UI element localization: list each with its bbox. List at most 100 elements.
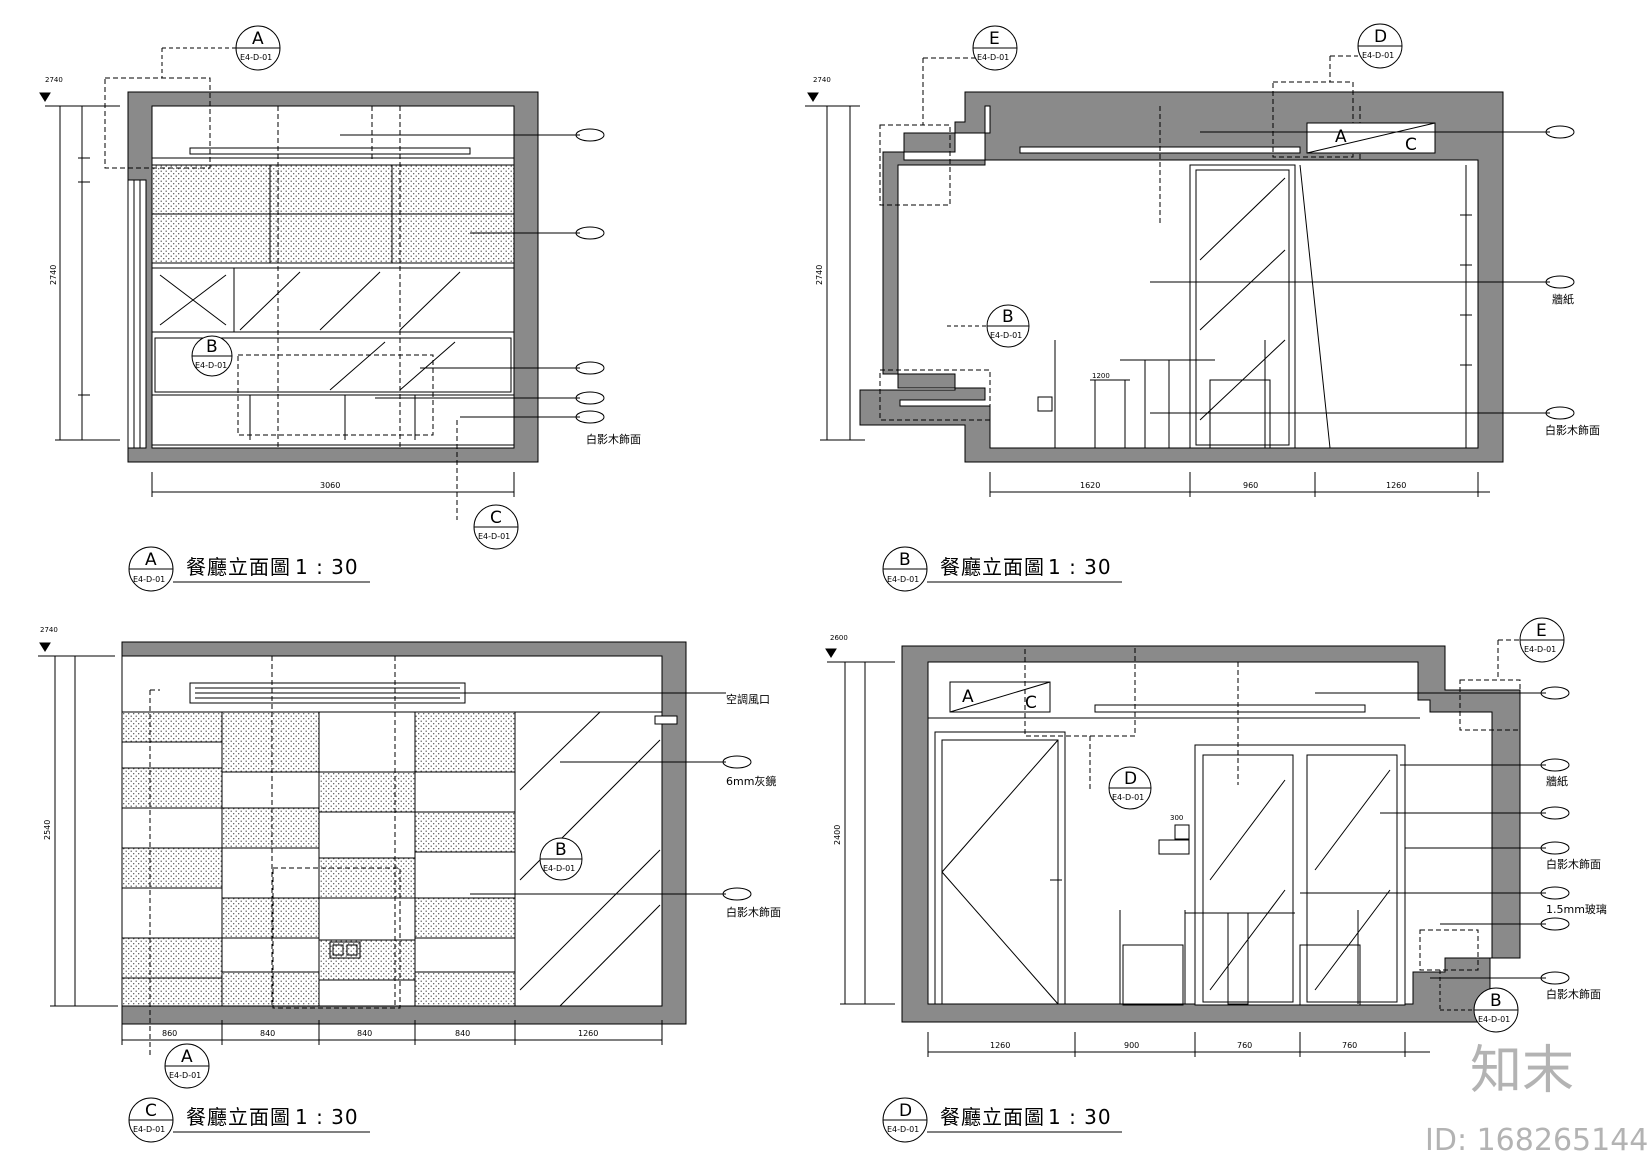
d-title-text: 餐廳立面圖 bbox=[940, 1105, 1045, 1129]
d-title-letter: D bbox=[899, 1101, 912, 1121]
d-title-scale: 1 : 30 bbox=[1048, 1105, 1112, 1129]
d-box-a: A bbox=[962, 687, 974, 707]
d-note-white-wood-1: 白影木飾面 bbox=[1546, 857, 1601, 871]
b-small-dim: 1200 bbox=[1092, 372, 1110, 380]
b-level-mark: 2740 bbox=[813, 76, 831, 84]
a-title-text: 餐廳立面圖 bbox=[186, 555, 291, 579]
a-level-mark: 2740 bbox=[45, 76, 63, 84]
a-callout-b-letter: B bbox=[206, 337, 218, 357]
b-callout-d-ref: E4-D-01 bbox=[1362, 51, 1394, 60]
watermark-brand: 知末 bbox=[1470, 1041, 1574, 1101]
elevation-c bbox=[38, 641, 752, 1055]
b-box-a: A bbox=[1335, 127, 1347, 147]
c-note-grey-mirror: 6mm灰鏡 bbox=[726, 774, 776, 788]
c-callout-a-letter: A bbox=[181, 1047, 193, 1067]
a-callout-c-letter: C bbox=[490, 508, 502, 528]
d-note-white-wood-2: 白影木飾面 bbox=[1546, 987, 1601, 1001]
b-callout-e: E E4-D-01 bbox=[972, 25, 1018, 71]
d-drawing-title: D E4-D-01 餐廳立面圖 1 : 30 bbox=[882, 1097, 1122, 1143]
watermark-id: ID: 168265144 bbox=[1425, 1123, 1648, 1158]
c-note-ac-vent: 空調風口 bbox=[726, 692, 770, 706]
a-note-white-wood: 白影木飾面 bbox=[586, 432, 641, 446]
b-callout-e-ref: E4-D-01 bbox=[977, 53, 1009, 62]
d-level-mark: 2600 bbox=[830, 634, 848, 642]
c-total-height: 2540 bbox=[43, 820, 52, 840]
a-callout-c: C E4-D-01 bbox=[473, 504, 519, 550]
b-dim-2: 960 bbox=[1243, 481, 1258, 490]
c-callout-a-ref: E4-D-01 bbox=[169, 1071, 201, 1080]
d-callout-e: E E4-D-01 bbox=[1519, 617, 1565, 663]
b-title-ref: E4-D-01 bbox=[887, 575, 919, 584]
a-callout-a-ref: E4-D-01 bbox=[240, 53, 272, 62]
b-callout-b-ref: E4-D-01 bbox=[990, 331, 1022, 340]
a-total-height: 2740 bbox=[49, 265, 58, 285]
c-dim-3: 840 bbox=[357, 1029, 372, 1038]
a-callout-b: B E4-D-01 bbox=[191, 335, 233, 377]
c-dim-1: 860 bbox=[162, 1029, 177, 1038]
b-callout-b: B E4-D-01 bbox=[947, 304, 1030, 348]
c-drawing-title: C E4-D-01 餐廳立面圖 1 : 30 bbox=[128, 1097, 370, 1143]
d-callout-b-letter: B bbox=[1490, 991, 1502, 1011]
a-overall-width: 3060 bbox=[320, 481, 340, 490]
b-callout-e-letter: E bbox=[989, 29, 1000, 49]
c-title-letter: C bbox=[145, 1101, 157, 1121]
d-callout-d: D E4-D-01 bbox=[1108, 766, 1152, 810]
b-callout-d: D E4-D-01 bbox=[1357, 23, 1403, 69]
d-callout-d-letter: D bbox=[1124, 769, 1137, 789]
d-total-height: 2400 bbox=[833, 825, 842, 845]
b-note-wallpaper: 牆紙 bbox=[1552, 292, 1574, 306]
c-title-text: 餐廳立面圖 bbox=[186, 1105, 291, 1129]
a-title-ref: E4-D-01 bbox=[133, 575, 165, 584]
elevation-b-walls bbox=[859, 91, 1504, 463]
elevation-d bbox=[825, 639, 1570, 1057]
d-small-dim: 300 bbox=[1170, 814, 1183, 822]
a-title-scale: 1 : 30 bbox=[295, 555, 359, 579]
d-dim-3: 760 bbox=[1237, 1041, 1252, 1050]
c-dim-5: 1260 bbox=[578, 1029, 598, 1038]
b-callout-d-letter: D bbox=[1374, 27, 1387, 47]
b-dim-3: 1260 bbox=[1386, 481, 1406, 490]
watermark: 知末 ID: 168265144 bbox=[1425, 1041, 1648, 1158]
d-box-c: C bbox=[1025, 693, 1037, 713]
c-callout-a: A E4-D-01 bbox=[164, 1043, 210, 1089]
b-title-scale: 1 : 30 bbox=[1048, 555, 1112, 579]
d-dim-4: 760 bbox=[1342, 1041, 1357, 1050]
b-total-height: 2740 bbox=[815, 265, 824, 285]
c-note-white-wood: 白影木飾面 bbox=[726, 905, 781, 919]
d-callout-b-ref: E4-D-01 bbox=[1478, 1015, 1510, 1024]
d-note-wallpaper: 牆紙 bbox=[1546, 774, 1568, 788]
c-level-mark: 2740 bbox=[40, 626, 58, 634]
d-note-glass: 1.5mm玻璃 bbox=[1546, 902, 1607, 916]
d-title-ref: E4-D-01 bbox=[887, 1125, 919, 1134]
c-dim-4: 840 bbox=[455, 1029, 470, 1038]
d-dim-1: 1260 bbox=[990, 1041, 1010, 1050]
c-callout-b-letter: B bbox=[555, 840, 567, 860]
b-dim-1: 1620 bbox=[1080, 481, 1100, 490]
a-callout-a-letter: A bbox=[252, 29, 264, 49]
elevation-b bbox=[805, 55, 1575, 497]
b-callout-b-letter: B bbox=[1002, 307, 1014, 327]
c-title-ref: E4-D-01 bbox=[133, 1125, 165, 1134]
c-callout-b-ref: E4-D-01 bbox=[543, 864, 575, 873]
elevation-a bbox=[39, 77, 605, 520]
a-drawing-title: A E4-D-01 餐廳立面圖 1 : 30 bbox=[128, 546, 370, 592]
d-callout-e-letter: E bbox=[1536, 621, 1547, 641]
d-dim-2: 900 bbox=[1124, 1041, 1139, 1050]
d-callout-b: B E4-D-01 bbox=[1439, 970, 1519, 1033]
a-callout-a: A E4-D-01 bbox=[161, 25, 281, 78]
d-callout-e-ref: E4-D-01 bbox=[1524, 645, 1556, 654]
a-callout-b-ref: E4-D-01 bbox=[195, 361, 227, 370]
c-title-scale: 1 : 30 bbox=[295, 1105, 359, 1129]
b-title-text: 餐廳立面圖 bbox=[940, 555, 1045, 579]
a-title-letter: A bbox=[145, 550, 157, 570]
b-drawing-title: B E4-D-01 餐廳立面圖 1 : 30 bbox=[882, 546, 1122, 592]
elevation-d-walls bbox=[901, 645, 1521, 1023]
b-note-white-wood: 白影木飾面 bbox=[1545, 423, 1600, 437]
a-callout-c-ref: E4-D-01 bbox=[478, 532, 510, 541]
b-title-letter: B bbox=[899, 550, 911, 570]
c-callout-b: B E4-D-01 bbox=[539, 837, 583, 881]
c-dim-2: 840 bbox=[260, 1029, 275, 1038]
d-callout-d-ref: E4-D-01 bbox=[1112, 793, 1144, 802]
b-box-c: C bbox=[1405, 135, 1417, 155]
